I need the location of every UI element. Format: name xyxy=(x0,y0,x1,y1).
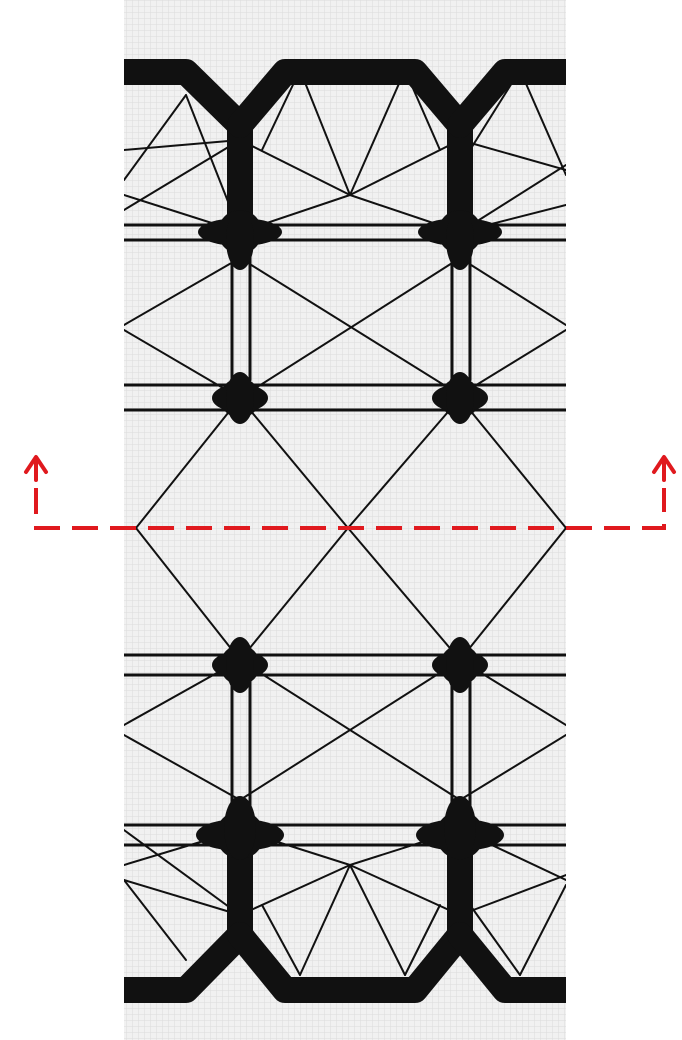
thin-rib-lines xyxy=(124,69,566,976)
column-node xyxy=(212,637,268,693)
column-node xyxy=(198,210,282,270)
column-node xyxy=(212,372,268,424)
section-line-dashed xyxy=(34,488,666,530)
column-node xyxy=(432,372,488,424)
horizontal-rib-lines xyxy=(124,223,566,847)
section-arrow-left-icon xyxy=(24,455,48,482)
column-node xyxy=(418,210,502,270)
heavy-beam-top xyxy=(124,59,566,248)
section-cut-line xyxy=(34,488,666,530)
column-nodes xyxy=(196,210,504,860)
column-node xyxy=(432,637,488,693)
column-node xyxy=(196,796,284,860)
section-arrow-right-icon xyxy=(652,455,676,482)
paper-sheet xyxy=(124,0,566,1040)
vertical-rib-lines xyxy=(230,253,472,812)
column-node xyxy=(416,796,504,860)
heavy-beam-bottom xyxy=(124,822,566,1003)
